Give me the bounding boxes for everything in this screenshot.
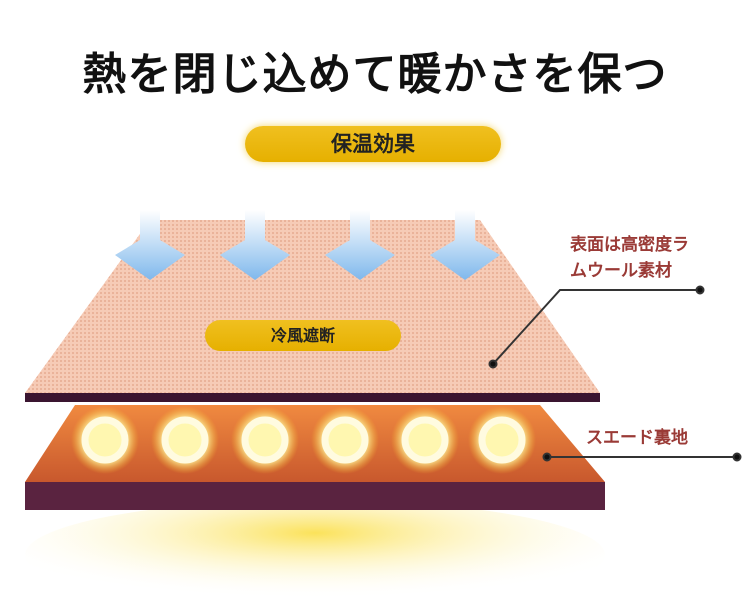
leader-line-bottom xyxy=(542,452,742,462)
heat-circle-icon xyxy=(231,406,299,474)
cold-arrows xyxy=(115,210,500,280)
top-layer-label: 表面は高密度ラ ムウール素材 xyxy=(570,232,689,284)
top-layer-label-line2: ムウール素材 xyxy=(570,261,672,281)
heat-circle-icon xyxy=(151,406,219,474)
heat-circles xyxy=(71,406,536,474)
arrow-icon xyxy=(220,210,290,280)
cold-block-badge: 冷風遮断 xyxy=(205,320,401,351)
heat-circle-icon xyxy=(391,406,459,474)
heat-circle-icon xyxy=(468,406,536,474)
leader-line-top xyxy=(488,285,705,369)
bottom-layer-label: スエード裏地 xyxy=(586,428,688,448)
top-sheet-edge xyxy=(25,393,600,402)
heat-circle-icon xyxy=(311,406,379,474)
heat-glow xyxy=(25,500,605,610)
top-layer-label-line1: 表面は高密度ラ xyxy=(570,235,689,255)
bottom-sheet-edge xyxy=(25,482,605,510)
heat-retention-badge: 保温効果 xyxy=(245,126,501,162)
page-title: 熱を閉じ込めて暖かさを保つ xyxy=(82,49,668,100)
heat-circle-icon xyxy=(71,406,139,474)
arrow-icon xyxy=(430,210,500,280)
arrow-icon xyxy=(325,210,395,280)
arrow-icon xyxy=(115,210,185,280)
top-sheet xyxy=(25,220,600,393)
